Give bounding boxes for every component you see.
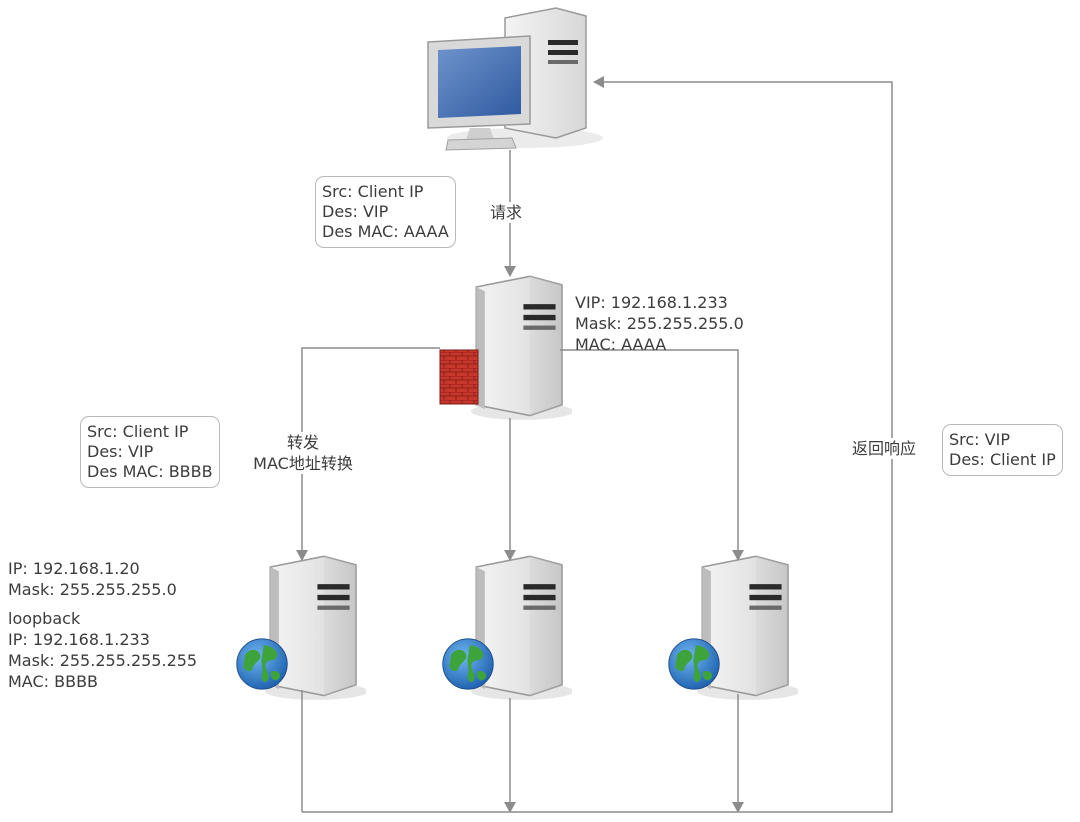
request-des-mac: Des MAC: AAAA [322, 222, 449, 241]
return-des: Des: Client IP [949, 450, 1056, 469]
return-label: 返回响应 [852, 438, 917, 459]
forward-des: Des: VIP [87, 442, 154, 461]
client-computer-icon [427, 7, 603, 151]
rs1-loopback: loopback [8, 609, 81, 628]
forward-label-line1: 转发 [286, 433, 319, 452]
forward-src: Src: Client IP [87, 422, 189, 441]
forward-label: 转发 MAC地址转换 [240, 432, 366, 474]
return-src: Src: VIP [949, 430, 1010, 449]
rs1-ip: IP: 192.168.1.20 [8, 559, 140, 578]
lb-mask: Mask: 255.255.255.0 [575, 314, 744, 333]
forward-des-mac: Des MAC: BBBB [87, 462, 213, 481]
rs1-mac: MAC: BBBB [8, 672, 99, 691]
lb-mac: MAC: AAAA [575, 335, 667, 354]
rs1-loopback-ip: IP: 192.168.1.233 [8, 630, 150, 649]
rs1-mask: Mask: 255.255.255.0 [8, 580, 177, 599]
forward-label-line2: MAC地址转换 [253, 454, 353, 473]
load-balancer-server-icon [439, 275, 572, 421]
real-server-1-icon [236, 555, 366, 701]
real-server-2-icon [442, 555, 572, 701]
rs1-info: IP: 192.168.1.20 Mask: 255.255.255.0 loo… [8, 558, 197, 692]
lb-vip: VIP: 192.168.1.233 [575, 293, 728, 312]
rs1-spacer [8, 600, 197, 608]
lb-to-rs1-arrow [296, 347, 440, 561]
real-server-3-icon [668, 555, 798, 701]
request-packet-box: Src: Client IP Des: VIP Des MAC: AAAA [315, 176, 456, 248]
forward-packet-box: Src: Client IP Des: VIP Des MAC: BBBB [80, 416, 220, 488]
rs1-loopback-mask: Mask: 255.255.255.255 [8, 651, 198, 670]
lb-to-rs3-arrow [560, 349, 744, 561]
request-src: Src: Client IP [322, 182, 424, 201]
request-label: 请求 [490, 202, 523, 223]
lb-info: VIP: 192.168.1.233 Mask: 255.255.255.0 M… [575, 292, 744, 355]
request-des: Des: VIP [322, 202, 389, 221]
return-packet-box: Src: VIP Des: Client IP [942, 424, 1063, 476]
